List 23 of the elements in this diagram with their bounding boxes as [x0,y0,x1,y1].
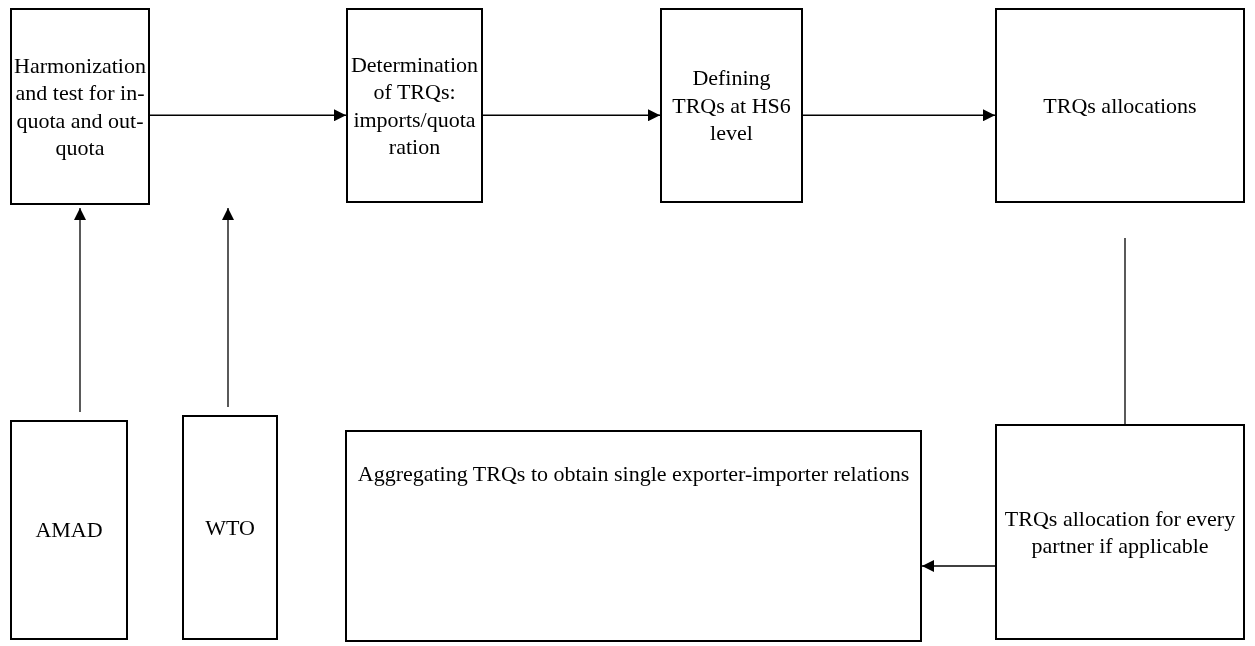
box-label: Determination of TRQs: imports/quota ration [349,50,480,161]
box-label: TRQs allocations [1042,91,1198,120]
arrow [482,109,661,122]
process-box [182,415,278,640]
box-label: AMAD [34,516,104,544]
process-box [995,8,1245,203]
arrow [921,560,996,572]
arrow [74,207,86,413]
process-box [660,8,803,203]
box-label: Defining TRQs at HS6 level [671,64,792,147]
box-label: TRQs allocation for every partner if applicable [1003,504,1237,560]
box-label: Harmonization and test for in-quota and out-quota [13,51,147,162]
process-box [345,430,922,642]
arrow [222,207,234,408]
process-box [10,8,150,205]
process-box [346,8,483,203]
process-box [995,424,1245,640]
arrow [802,109,996,122]
connector-line [1124,237,1126,425]
box-label: Aggregating TRQs to obtain single exporter-importer relations [356,460,911,488]
arrow [149,109,347,122]
process-box [10,420,128,640]
box-label: WTO [204,513,256,542]
